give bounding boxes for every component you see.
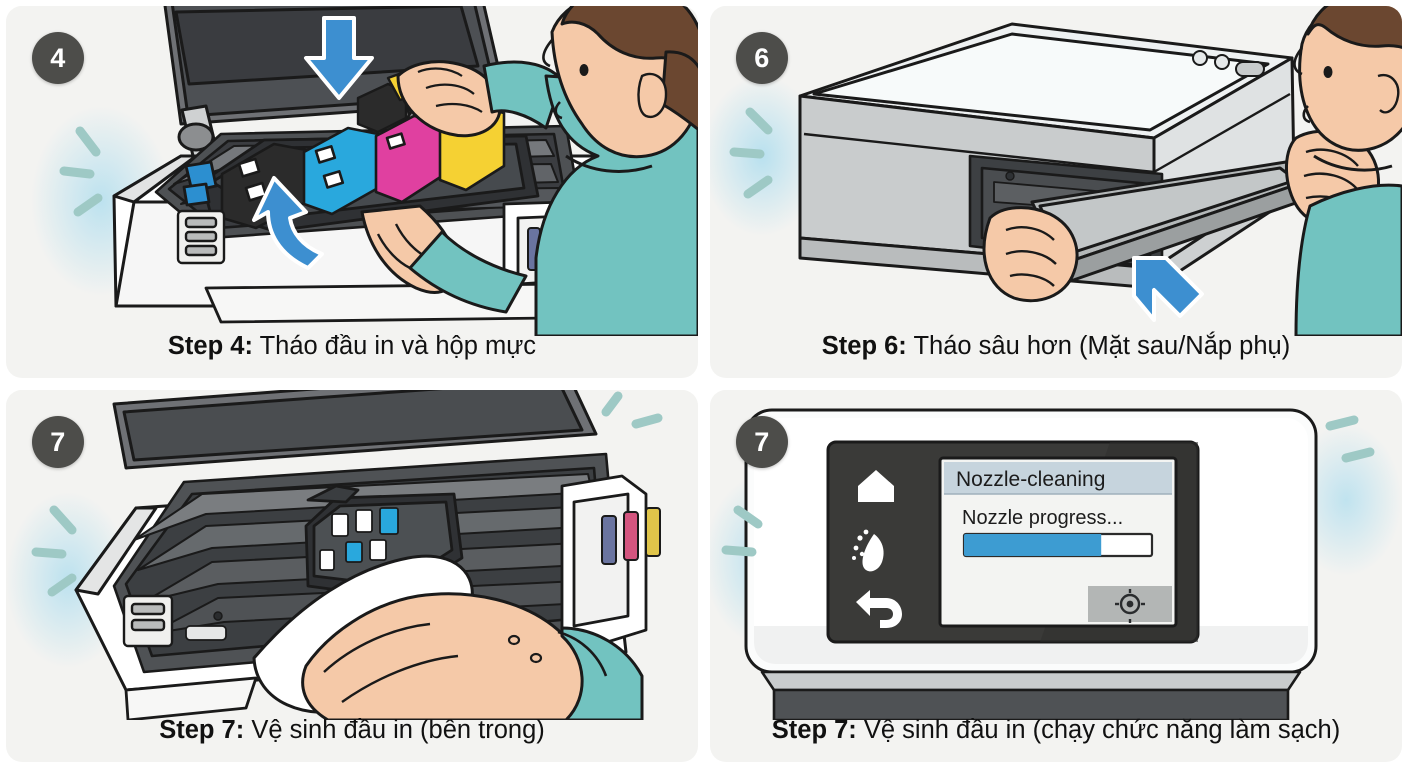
- panel-caption: Step 7: Vệ sinh đầu in (bên trong): [6, 715, 698, 746]
- rear-cover-panel: [1030, 160, 1312, 286]
- back-arrow-icon: [856, 590, 902, 628]
- hand-wiping: [301, 592, 644, 720]
- person-figure: [1293, 6, 1402, 336]
- scene-printhead-cartridge-removal: [6, 6, 698, 336]
- blue-arrow-down: [304, 16, 374, 100]
- caption-text: Tháo sâu hơn (Mặt sau/Nắp phụ): [913, 332, 1291, 361]
- scene-wipe-printhead: [6, 390, 698, 720]
- lcd-side-buttons: [852, 470, 902, 628]
- panel-caption: Step 6: Tháo sâu hơn (Mặt sau/Nắp phụ): [710, 331, 1402, 362]
- panel-step-6-inner: 6 Step 6: Tháo sâu hơn (Mặt sau/Nắp phụ): [710, 6, 1402, 378]
- ink-cartridges: [220, 104, 506, 230]
- caption-label: Step 6:: [821, 332, 907, 361]
- sparkle-marks: [729, 107, 773, 199]
- sparkle-marks: [31, 391, 663, 597]
- step-badge: 7: [32, 416, 84, 468]
- hand-left: [982, 206, 1079, 303]
- person-figure: [534, 6, 698, 336]
- panel-step-7-lcd-inner: Nozzle-cleaning Nozzle progress... 7 Ste…: [710, 390, 1402, 762]
- person-hands: [360, 204, 528, 314]
- caption-text: Vệ sinh đầu in (chạy chức năng làm sạch): [863, 716, 1341, 745]
- settings-icon: [1115, 589, 1145, 623]
- caption-label: Step 4:: [167, 332, 253, 361]
- panel-step-4-inner: 4 Step 4: Tháo đầu in và hộp mực: [6, 6, 698, 378]
- step-badge: 7: [736, 416, 788, 468]
- panel-step-6: 6 Step 6: Tháo sâu hơn (Mặt sau/Nắp phụ): [704, 0, 1408, 384]
- step-badge: 6: [736, 32, 788, 84]
- progress-fill: [964, 534, 1102, 556]
- lcd-title-text: Nozzle-cleaning: [956, 468, 1105, 491]
- panel-step-7-inside-inner: 7 Step 7: Vệ sinh đầu in (bên trong): [6, 390, 698, 762]
- ink-tank-unit: [560, 474, 661, 650]
- caption-label: Step 7:: [771, 716, 857, 745]
- sparkle-marks: [721, 415, 1375, 557]
- home-icon: [858, 470, 894, 502]
- step-badge: 4: [32, 32, 84, 84]
- printer-body: [798, 22, 1296, 290]
- lcd-screen: [938, 456, 1178, 628]
- panel-step-7-lcd: Nozzle-cleaning Nozzle progress... 7 Ste…: [704, 384, 1408, 768]
- scene-rear-cover-removal: [710, 6, 1402, 336]
- panel-step-7-inside: 7 Step 7: Vệ sinh đầu in (bên trong): [0, 384, 704, 768]
- caption-label: Step 7:: [159, 716, 245, 745]
- panel-caption: Step 7: Vệ sinh đầu in (chạy chức năng l…: [710, 715, 1402, 746]
- scene-control-panel-nozzle-cleaning: Nozzle-cleaning Nozzle progress...: [710, 390, 1402, 720]
- nozzle-clean-icon: [852, 529, 884, 572]
- sparkle-marks: [59, 126, 103, 217]
- lcd-body-text: Nozzle progress...: [962, 507, 1123, 529]
- caption-text: Vệ sinh đầu in (bên trong): [251, 716, 545, 745]
- blue-arrow-curve: [252, 176, 324, 270]
- panel-caption: Step 4: Tháo đầu in và hộp mực: [6, 331, 698, 362]
- blue-arrow: [1132, 256, 1204, 322]
- panel-step-4: 4 Step 4: Tháo đầu in và hộp mực: [0, 0, 704, 384]
- caption-text: Tháo đầu in và hộp mực: [259, 332, 537, 361]
